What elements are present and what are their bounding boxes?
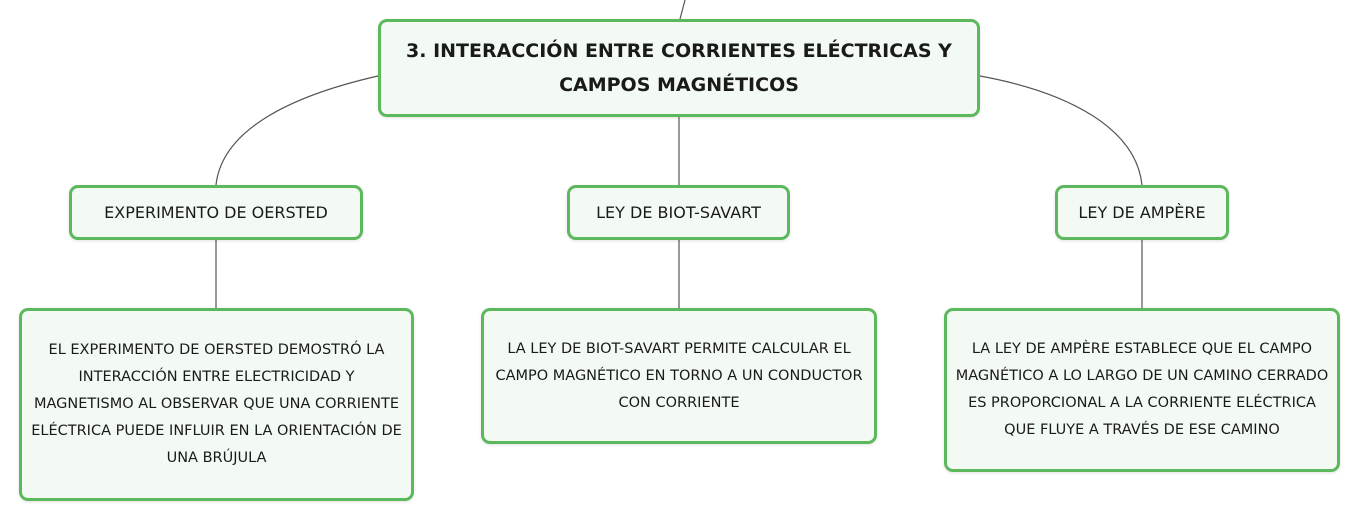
connector-root-to-ampere <box>979 75 1143 186</box>
detail-node-oersted[interactable]: EL EXPERIMENTO DE OERSTED DEMOSTRÓ LA IN… <box>19 308 414 501</box>
detail-text-ampere: LA LEY DE AMPÈRE ESTABLECE QUE EL CAMPO … <box>955 341 1329 438</box>
detail-text-oersted: EL EXPERIMENTO DE OERSTED DEMOSTRÓ LA IN… <box>31 342 402 466</box>
topic-label-oersted: EXPERIMENTO DE OERSTED <box>104 203 328 222</box>
root-node[interactable]: 3. INTERACCIÓN ENTRE CORRIENTES ELÉCTRIC… <box>378 19 980 117</box>
detail-text-biot-savart: LA LEY DE BIOT-SAVART PERMITE CALCULAR E… <box>495 340 863 411</box>
topic-node-biot-savart[interactable]: LEY DE BIOT-SAVART <box>567 185 790 240</box>
topic-label-biot-savart: LEY DE BIOT-SAVART <box>596 203 761 222</box>
connector-incoming <box>679 0 686 20</box>
topic-label-ampere: LEY DE AMPÈRE <box>1078 203 1206 222</box>
topic-node-oersted[interactable]: EXPERIMENTO DE OERSTED <box>69 185 363 240</box>
detail-node-biot-savart[interactable]: LA LEY DE BIOT-SAVART PERMITE CALCULAR E… <box>481 308 877 444</box>
connector-root-to-oersted <box>215 75 379 186</box>
root-title: 3. INTERACCIÓN ENTRE CORRIENTES ELÉCTRIC… <box>406 40 952 96</box>
topic-node-ampere[interactable]: LEY DE AMPÈRE <box>1055 185 1229 240</box>
detail-node-ampere[interactable]: LA LEY DE AMPÈRE ESTABLECE QUE EL CAMPO … <box>944 308 1340 472</box>
